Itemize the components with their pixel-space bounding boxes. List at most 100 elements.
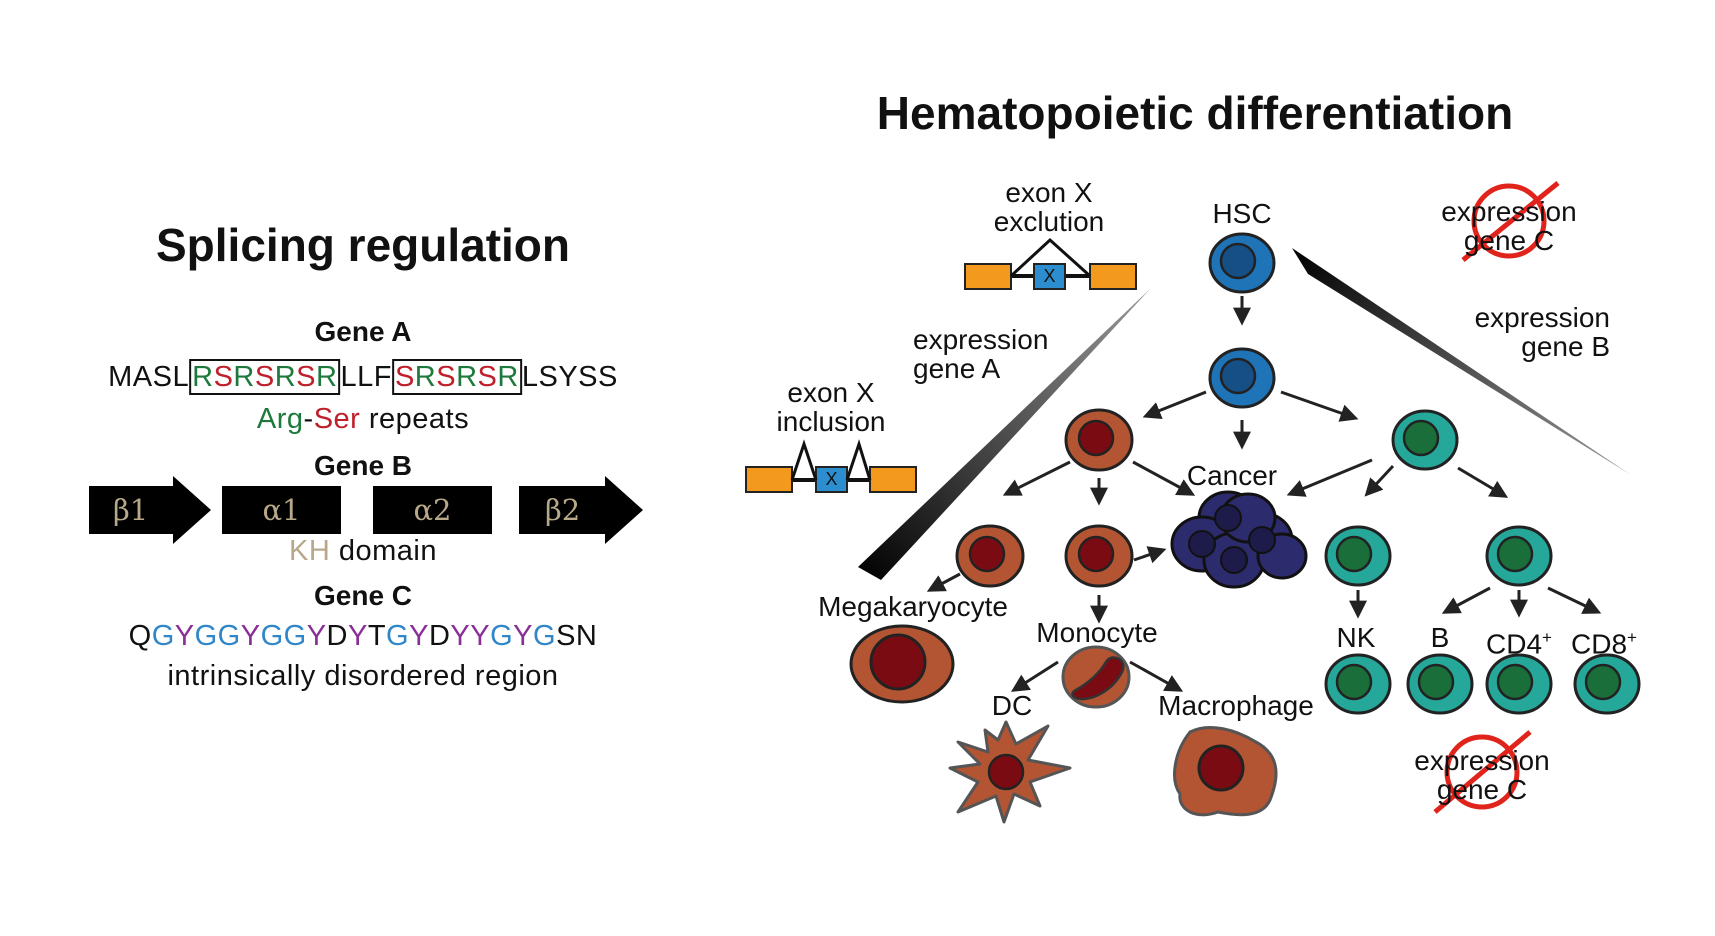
progenitor-cell — [1208, 347, 1276, 409]
megakaryocyte-progenitor-cell — [955, 524, 1025, 588]
repeat-residue: S — [213, 361, 234, 393]
cd8-text: CD8 — [1571, 628, 1628, 660]
expression-gene-a-wedge — [858, 288, 1151, 580]
gene-c-sequence: QGYGGYGGYDYTGYDYYGYGSN — [129, 620, 598, 653]
gene-c-residue: D — [428, 620, 451, 652]
gene-c-residue: G — [490, 620, 514, 652]
gene-a-repeat-2: SRSRSR — [391, 359, 522, 395]
repeat-residue: S — [394, 361, 415, 393]
expression-gene-a-label: expression gene A — [913, 325, 1048, 383]
expr-a-line1: expression — [913, 324, 1049, 355]
gene-a-seq-mid: LLF — [340, 361, 392, 393]
cd8-sup: + — [1627, 628, 1637, 647]
cancer-cell-cluster — [1170, 490, 1308, 589]
exon-inclusion-model — [745, 439, 917, 493]
domain-beta2-label: β2 — [545, 493, 581, 527]
macrophage-cell — [1173, 725, 1278, 817]
expr-c-top-line1: expression — [1441, 196, 1577, 227]
expr-c-bottom-line2: gene C — [1436, 774, 1528, 805]
gene-c-residue: N — [575, 620, 598, 652]
repeat-residue: S — [477, 361, 498, 393]
expr-c-top-line2: gene C — [1463, 225, 1555, 256]
megakaryocyte-cell — [849, 624, 955, 704]
lineage-arrows — [926, 296, 1602, 692]
dc-label: DC — [991, 690, 1033, 721]
exon-exclusion-line2: exclution — [993, 206, 1105, 237]
b-label: B — [1430, 622, 1450, 653]
gene-c-residue: G — [194, 620, 218, 652]
gene-c-label: Gene C — [313, 580, 413, 611]
domain-beta1-arrowhead — [173, 476, 211, 544]
gene-c-residue: Q — [128, 620, 152, 652]
hsc-label: HSC — [1212, 198, 1272, 229]
domain-beta1: β1 — [89, 486, 173, 534]
domain-alpha1: α1 — [222, 486, 341, 534]
gene-c-residue: Y — [450, 620, 471, 652]
expr-b-line1: expression — [1474, 302, 1610, 333]
repeat-residue: R — [497, 361, 519, 393]
gene-a-caption: Arg-Ser repeats — [257, 403, 469, 436]
repeat-residue: S — [436, 361, 457, 393]
repeat-residue: R — [192, 361, 214, 393]
lymphoid-progenitor-cell — [1391, 409, 1459, 471]
repeat-residue: R — [274, 361, 297, 393]
exon-inclusion-x: X — [825, 469, 838, 489]
gene-c-residue: Y — [513, 620, 534, 652]
exon-exclusion-line1: exon X — [1005, 177, 1093, 208]
expr-a-line2: gene A — [913, 353, 1001, 384]
repeat-residue: S — [254, 361, 275, 393]
nk-cell — [1324, 653, 1392, 715]
gene-a-seq-pre: MASL — [108, 361, 190, 393]
gene-c-residue: Y — [470, 620, 491, 652]
caption-repeats: repeats — [360, 403, 470, 435]
caption-domain: domain — [330, 535, 437, 567]
monocyte-cell — [1061, 645, 1131, 709]
cd8-cell — [1573, 653, 1641, 715]
expression-gene-b-wedge — [1292, 248, 1631, 475]
expr-c-bottom-line1: expression — [1414, 745, 1550, 776]
gene-c-residue: G — [217, 620, 241, 652]
repeat-residue: R — [316, 361, 338, 393]
cd8-label: CD8+ — [1571, 623, 1637, 658]
monocyte-progenitor-cell — [1064, 524, 1134, 588]
gene-c-residue: G — [386, 620, 410, 652]
nk-progenitor-cell — [1324, 525, 1392, 587]
caption-arg: Arg — [256, 403, 304, 435]
nk-label: NK — [1336, 622, 1376, 653]
exon-exclusion-model — [964, 237, 1137, 290]
domain-beta2: β2 — [519, 486, 605, 534]
gene-c-residue: T — [367, 620, 387, 652]
no-expression-gene-c-top-icon — [1461, 181, 1560, 262]
repeat-residue: S — [296, 361, 317, 393]
domain-beta2-arrowhead — [605, 476, 643, 544]
gene-a-repeat-1: RSRSRSR — [189, 359, 341, 395]
repeat-residue: R — [233, 361, 255, 393]
myeloid-progenitor-cell — [1064, 408, 1134, 472]
megakaryocyte-label: Megakaryocyte — [818, 591, 1008, 622]
gene-c-caption: intrinsically disordered region — [167, 660, 559, 692]
gene-a-seq-post: LSYSS — [521, 361, 618, 393]
hsc-cell — [1208, 232, 1276, 294]
expression-gene-c-bottom-label: expression gene C — [1414, 746, 1549, 804]
domain-alpha1-label: α1 — [262, 493, 301, 527]
repeat-residue: R — [456, 361, 478, 393]
exon-inclusion-line2: inclusion — [776, 406, 886, 437]
repeat-residue: R — [414, 361, 437, 393]
exon-inclusion-label: exon X inclusion — [777, 378, 886, 436]
gene-c-residue: G — [283, 620, 307, 652]
gene-c-residue: Y — [174, 620, 195, 652]
exon-exclusion-x: X — [1043, 266, 1056, 286]
domain-beta1-label: β1 — [113, 493, 149, 527]
caption-kh: KH — [289, 535, 331, 567]
splicing-title: Splicing regulation — [155, 219, 571, 271]
no-expression-gene-c-bottom-icon — [1433, 730, 1532, 814]
caption-ser: Ser — [313, 403, 361, 435]
cd4-sup: + — [1542, 628, 1552, 647]
gene-c-residue: G — [533, 620, 557, 652]
caption-dash: - — [303, 403, 314, 435]
cd4-text: CD4 — [1486, 628, 1543, 660]
macrophage-label: Macrophage — [1158, 690, 1314, 721]
dendritic-cell — [948, 720, 1072, 824]
